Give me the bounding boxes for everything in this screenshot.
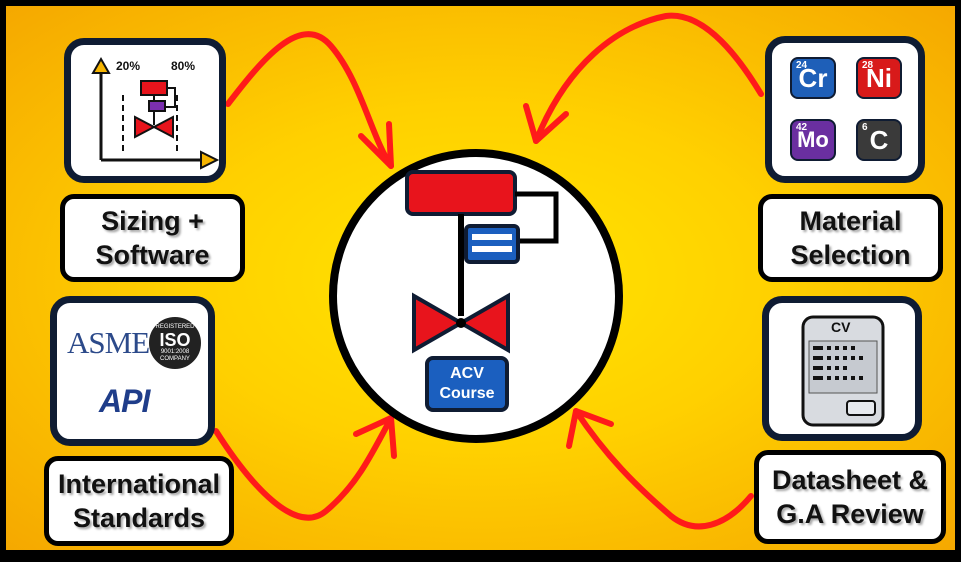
valve-body-right <box>456 292 510 354</box>
element-number: 24 <box>796 60 808 71</box>
datasheet-line2: G.A Review <box>776 499 924 529</box>
actuator-block <box>405 170 517 216</box>
sizing-line2: Software <box>95 240 210 270</box>
pct-high-label: 80% <box>171 59 196 73</box>
element-number: 42 <box>796 122 808 133</box>
datasheet-label: Datasheet & G.A Review <box>754 450 946 544</box>
asme-logo: ASME <box>67 325 150 360</box>
element-symbol: Mo <box>797 127 829 152</box>
arrow-top-right <box>533 12 764 144</box>
material-line1: Material <box>799 206 902 236</box>
element-number: 28 <box>862 60 874 71</box>
element-tile: 6 C <box>856 119 902 161</box>
pct-low-label: 20% <box>116 59 141 73</box>
arrowhead-bottom-right <box>566 408 614 449</box>
standards-label: International Standards <box>44 456 234 546</box>
arrowhead-top-left <box>358 121 394 169</box>
arrowhead-bottom-left <box>353 415 397 459</box>
arrowhead-top-right <box>523 103 569 144</box>
element-symbol: C <box>869 124 889 155</box>
element-tile: 28 Ni <box>856 57 902 99</box>
material-card: 24 Cr 28 Ni 42 Mo 6 C <box>765 36 925 183</box>
standards-card: ASME REGISTERED ISO 9001:2008 COMPANY AP… <box>50 296 215 446</box>
material-line2: Selection <box>790 240 911 270</box>
course-line1: ACV <box>450 365 484 382</box>
sizing-line1: Sizing + <box>101 206 204 236</box>
course-line2: Course <box>439 385 495 402</box>
datasheet-icon <box>801 315 885 427</box>
datasheet-doc-title: CV <box>831 319 851 335</box>
arrow-bottom-right <box>573 408 754 530</box>
api-logo: API <box>99 383 150 419</box>
arrows-layer <box>213 12 764 530</box>
center-circle <box>329 149 623 443</box>
standards-line2: Standards <box>72 503 206 533</box>
arrow-top-left <box>225 31 394 169</box>
element-tile: 42 Mo <box>790 119 836 161</box>
element-symbol: Cr <box>798 62 828 93</box>
positioner-block <box>464 224 520 264</box>
arrow-bottom-left <box>213 415 394 521</box>
element-number: 6 <box>862 122 868 133</box>
datasheet-line1: Datasheet & <box>771 465 929 495</box>
sizing-card: 20% 80% <box>64 38 226 183</box>
element-tile: 24 Cr <box>790 57 836 99</box>
sizing-label: Sizing + Software <box>60 194 245 282</box>
sizing-chart-icon <box>91 56 219 170</box>
iso-logo: REGISTERED ISO 9001:2008 COMPANY <box>149 317 201 369</box>
acv-course-badge: ACV Course <box>425 356 509 412</box>
element-symbol: Ni <box>866 62 892 93</box>
datasheet-card: CV <box>762 296 922 441</box>
center-valve-diagram <box>329 149 623 443</box>
material-label: Material Selection <box>758 194 943 282</box>
valve-body-left <box>412 292 466 354</box>
standards-line1: International <box>57 469 220 499</box>
